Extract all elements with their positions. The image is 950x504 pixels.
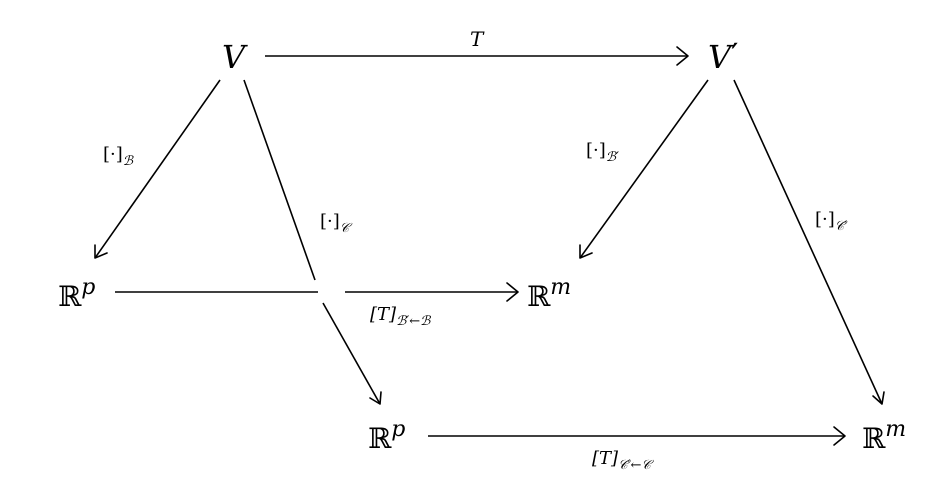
arrow-coord-Bp — [579, 79, 709, 259]
node-Rm-middle: ℝm — [527, 275, 571, 313]
node-Rp-bottom: ℝp — [368, 417, 405, 455]
label-T: T — [470, 27, 485, 51]
label-coord-B: [·]ℬ — [103, 144, 134, 169]
node-Rp-middle: ℝp — [58, 275, 95, 313]
label-coord-C-prime: [·]𝒞′ — [815, 209, 848, 234]
label-coord-B-prime: [·]ℬ′ — [586, 140, 619, 165]
arrow-coord-Cp — [733, 79, 885, 405]
arrow-coord-B — [94, 79, 221, 259]
node-V: V — [222, 38, 248, 76]
node-V-prime: V′ — [708, 36, 738, 76]
arrow-T — [265, 46, 689, 66]
arrow-coord-C — [243, 79, 382, 405]
arrow-T-C — [428, 426, 846, 446]
node-Rm-bottom: ℝm — [862, 417, 906, 455]
label-T-B-matrix: [T]ℬ′←ℬ — [370, 304, 431, 329]
label-T-C-matrix: [T]𝒞′←𝒞 — [592, 448, 654, 473]
label-coord-C: [·]𝒞 — [320, 211, 353, 236]
arrow-T-B — [115, 282, 519, 302]
